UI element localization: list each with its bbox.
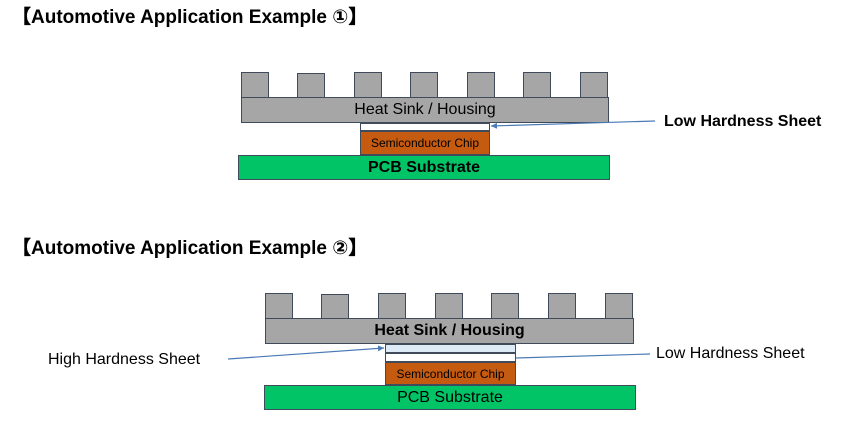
pcb-substrate: PCB Substrate — [264, 385, 636, 410]
heat-sink-housing: Heat Sink / Housing — [265, 318, 634, 344]
high-hardness-sheet-arrow — [227, 345, 385, 360]
pcb-label: PCB Substrate — [367, 158, 481, 176]
low-hardness-sheet — [360, 123, 490, 131]
low-hardness-sheet-callout: Low Hardness Sheet — [656, 345, 805, 362]
high-hardness-sheet — [385, 344, 516, 353]
chip-label: Semiconductor Chip — [396, 366, 505, 381]
heat-sink-fin — [523, 72, 551, 98]
example1-title: 【Automotive Application Example ①】 — [12, 7, 368, 28]
semiconductor-chip: Semiconductor Chip — [360, 131, 490, 155]
low-hardness-sheet-leader — [515, 353, 651, 359]
heat-sink-housing: Heat Sink / Housing — [241, 97, 609, 123]
heat-sink-label: Heat Sink / Housing — [374, 322, 525, 339]
heat-sink-label: Heat Sink / Housing — [354, 101, 496, 118]
semiconductor-chip: Semiconductor Chip — [385, 362, 516, 385]
heat-sink-fin — [354, 72, 382, 98]
heat-sink-fin — [580, 72, 608, 98]
heat-sink-fin — [410, 72, 438, 98]
heat-sink-fin — [605, 293, 633, 319]
heat-sink-fin — [435, 293, 463, 319]
low-hardness-sheet-callout: Low Hardness Sheet — [664, 113, 822, 130]
low-hardness-sheet — [385, 353, 516, 362]
pcb-substrate: PCB Substrate — [238, 155, 610, 180]
heat-sink-fin — [491, 293, 519, 319]
chip-label: Semiconductor Chip — [370, 136, 480, 150]
heat-sink-fin — [548, 293, 576, 319]
low-hardness-sheet-arrow — [490, 120, 656, 129]
heat-sink-fin — [378, 293, 406, 319]
heat-sink-fin — [265, 293, 293, 319]
high-hardness-sheet-callout: High Hardness Sheet — [48, 351, 201, 368]
pcb-label: PCB Substrate — [397, 388, 503, 406]
example2-title: 【Automotive Application Example ②】 — [12, 238, 368, 259]
